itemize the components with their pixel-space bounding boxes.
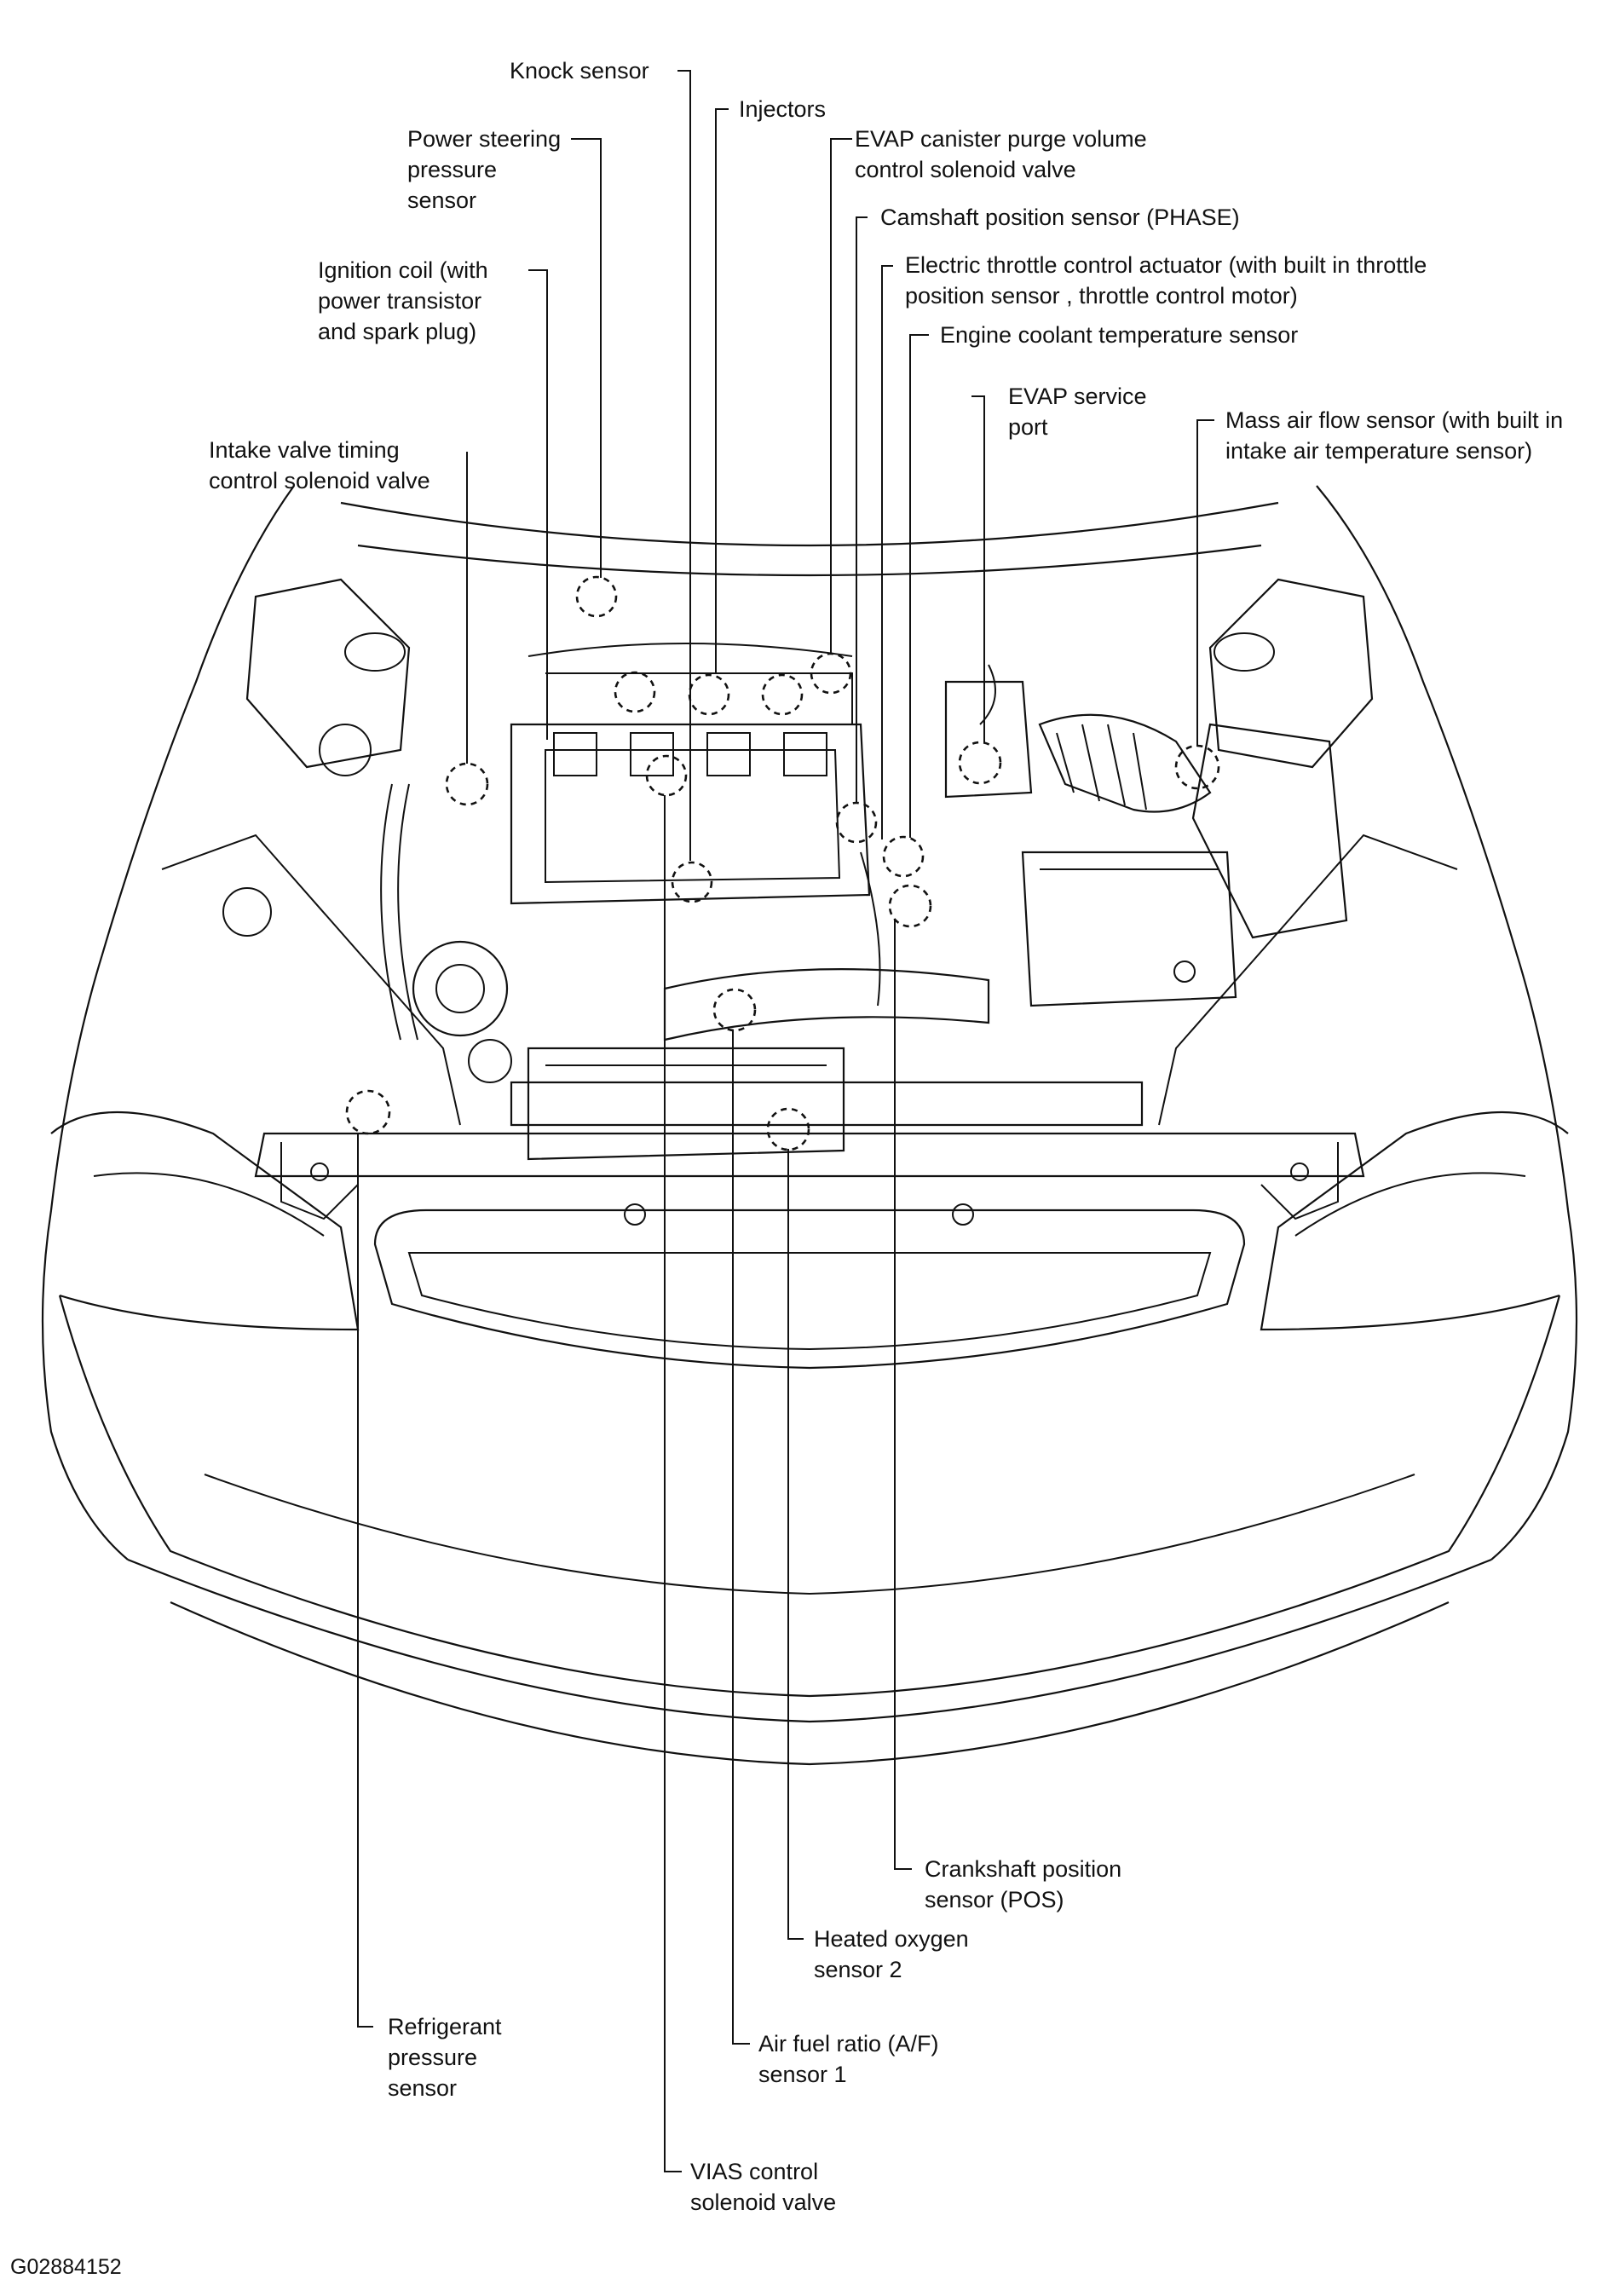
leader-knock-sensor [677,70,691,861]
leader-crankshaft [894,919,912,1870]
marker-knock-sensor [671,861,713,903]
leader-coolant-temp [909,334,929,838]
leader-evap-port [971,395,985,743]
marker-evap-service-port [958,741,1002,785]
marker-heated-oxygen-sensor [766,1107,810,1151]
label-air-fuel-ratio-sensor: Air fuel ratio (A/F) sensor 1 [758,2031,945,2087]
label-electric-throttle-control-actuator: Electric throttle control actuator (with… [905,252,1433,309]
leader-af-sensor [732,1030,750,2045]
label-ignition-coil: Ignition coil (with power transistor and… [318,257,494,344]
marker-crankshaft-position-sensor [888,884,932,928]
label-evap-canister-purge-valve: EVAP canister purge volume control solen… [855,126,1153,182]
figure-code: G02884152 [10,2255,122,2279]
label-refrigerant-pressure-sensor: Refrigerant pressure sensor [388,2014,508,2101]
marker-camshaft-position-sensor [835,801,878,844]
marker-injector-3 [761,673,804,716]
label-camshaft-position-sensor: Camshaft position sensor (PHASE) [880,205,1240,230]
label-intake-valve-timing-solenoid: Intake valve timing control solenoid val… [209,437,430,493]
marker-injector-1 [614,671,656,713]
leader-power-steering [571,138,602,578]
leader-throttle-actuator [881,265,893,839]
marker-intake-valve-timing-solenoid [445,762,489,806]
leader-refrigerant [357,1134,373,2028]
marker-vias-control-solenoid [645,754,688,797]
vehicle-drawing [41,485,1578,1766]
marker-refrigerant-pressure-sensor [345,1089,391,1135]
marker-mass-air-flow-sensor [1174,744,1220,790]
leader-camshaft [856,216,868,804]
leader-heated-o2 [787,1149,804,1940]
leader-injectors [715,108,729,673]
label-knock-sensor: Knock sensor [510,58,649,84]
marker-injector-2 [688,673,730,716]
leader-evap-purge [830,138,852,655]
label-vias-control-solenoid-valve: VIAS control solenoid valve [690,2159,836,2215]
leader-maf [1196,419,1214,747]
label-crankshaft-position-sensor: Crankshaft position sensor (POS) [925,1856,1128,1912]
label-engine-coolant-temperature-sensor: Engine coolant temperature sensor [940,322,1298,348]
marker-power-steering-pressure-sensor [575,575,618,618]
label-injectors: Injectors [739,96,826,122]
label-mass-air-flow-sensor: Mass air flow sensor (with built in inta… [1225,407,1570,464]
location-markers [345,575,1220,1151]
marker-air-fuel-ratio-sensor [712,988,757,1032]
label-evap-service-port: EVAP service port [1008,384,1153,440]
label-heated-oxygen-sensor: Heated oxygen sensor 2 [814,1926,975,1982]
leader-lines [357,70,1214,2172]
leader-vias [664,795,682,2172]
leader-ignition-coil [528,269,548,740]
callout-labels: Knock sensor Injectors Power steering pr… [10,58,1570,2279]
marker-engine-coolant-temp-sensor [882,835,925,878]
label-power-steering-pressure-sensor: Power steering pressure sensor [407,126,568,213]
